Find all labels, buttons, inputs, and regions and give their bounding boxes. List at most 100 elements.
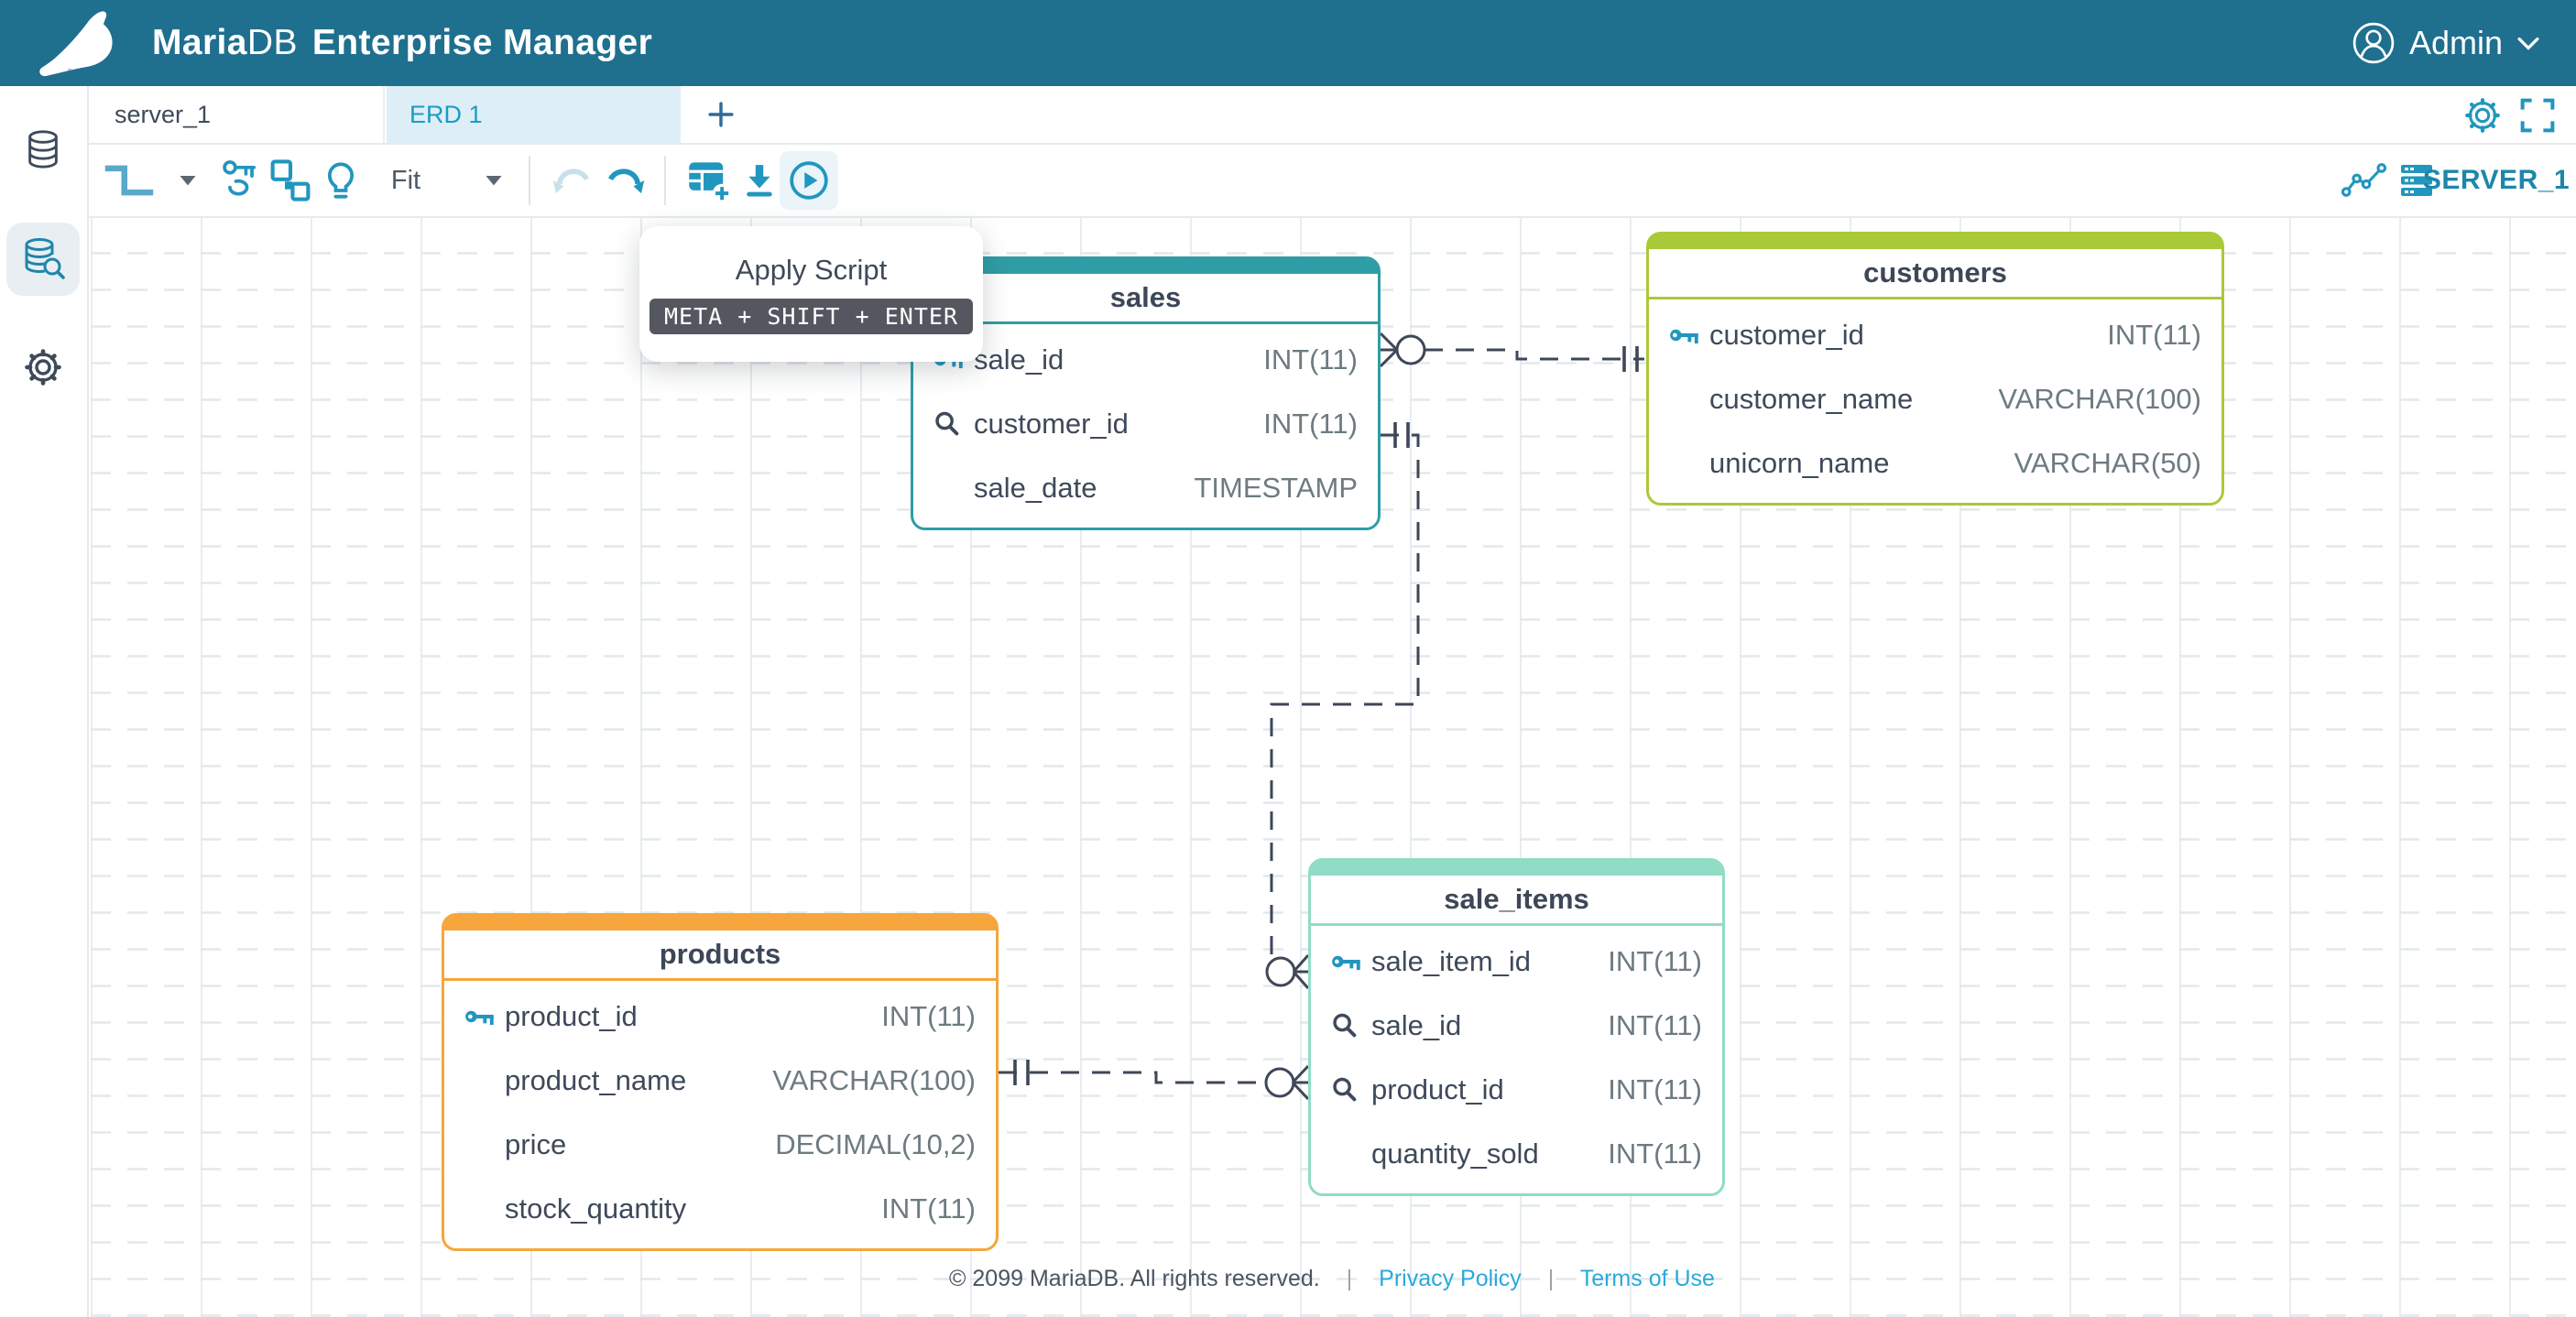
column-name: sale_id	[1371, 1009, 1462, 1041]
apply-script-button[interactable]	[780, 151, 838, 210]
tooltip-title: Apply Script	[735, 254, 888, 286]
column-name: sale_id	[974, 343, 1064, 376]
user-menu[interactable]: Admin	[2352, 22, 2539, 64]
undo-button[interactable]	[549, 145, 596, 216]
relationship-sales-customers	[1379, 332, 1644, 372]
download-icon	[747, 165, 772, 197]
column-type: INT(11)	[881, 1192, 976, 1224]
toggle-relationships-button[interactable]	[219, 145, 263, 216]
zoom-fit-label[interactable]: Fit	[390, 165, 421, 195]
table-title-divider	[913, 321, 1378, 324]
connector-style-dropdown[interactable]	[175, 145, 201, 216]
column-type: INT(11)	[1608, 1073, 1702, 1105]
add-tab-button[interactable]	[695, 86, 747, 143]
privacy-policy-link[interactable]: Privacy Policy	[1379, 1266, 1522, 1291]
relationship-products-sale-items	[999, 1060, 1310, 1101]
caret-down-icon	[180, 175, 196, 185]
table-title-divider	[444, 978, 996, 981]
table-title-divider	[1649, 297, 2221, 299]
primary-key-icon	[464, 1007, 505, 1027]
arrange-squares-icon	[270, 159, 311, 201]
play-circle-icon	[790, 161, 828, 200]
column-type: INT(11)	[1608, 1009, 1702, 1041]
terms-of-use-link[interactable]: Terms of Use	[1579, 1266, 1715, 1291]
sidebar-item-settings[interactable]	[6, 331, 80, 404]
monitoring-button[interactable]	[2341, 145, 2387, 216]
database-icon	[28, 130, 58, 169]
sidebar-item-erd-explorer[interactable]	[6, 223, 80, 296]
column-type: INT(11)	[1608, 945, 1702, 977]
document-tab-bar: server_1 ERD 1	[87, 86, 2576, 145]
database-search-icon	[25, 238, 65, 279]
column-type: INT(11)	[1608, 1137, 1702, 1170]
toolbar-divider	[529, 156, 530, 205]
auto-arrange-button[interactable]	[267, 145, 314, 216]
index-search-icon	[1331, 1076, 1371, 1104]
table-header-bar	[913, 259, 1378, 274]
copyright-text: © 2099 MariaDB. All rights reserved.	[949, 1266, 1320, 1291]
primary-key-icon	[1669, 325, 1709, 345]
server-icon	[2396, 145, 2437, 216]
left-sidebar	[0, 86, 89, 1317]
fullscreen-icon	[2520, 98, 2555, 133]
table-column-sale_id[interactable]: sale_id INT(11)	[913, 328, 1378, 392]
redo-icon	[608, 169, 645, 194]
tooltip-shortcut: META + SHIFT + ENTER	[649, 299, 974, 334]
table-title: sales	[1109, 281, 1182, 313]
table-title-divider	[1311, 923, 1722, 926]
column-type: INT(11)	[1263, 343, 1358, 376]
table-header-bar	[1311, 861, 1722, 876]
toolbar-divider	[664, 156, 666, 205]
sidebar-item-databases[interactable]	[6, 113, 80, 186]
zoom-dropdown[interactable]	[481, 145, 507, 216]
column-type: VARCHAR(100)	[1998, 383, 2201, 415]
table-column-sale_id[interactable]: sale_id INT(11)	[1311, 994, 1722, 1058]
user-name: Admin	[2408, 24, 2503, 61]
suggestions-button[interactable]	[322, 145, 360, 216]
table-title: customers	[1863, 256, 2007, 288]
tab-server-1[interactable]: server_1	[92, 86, 385, 143]
add-table-button[interactable]	[684, 145, 734, 216]
table-header-bar	[444, 916, 996, 931]
apply-script-tooltip: Apply Script META + SHIFT + ENTER	[639, 226, 983, 362]
connector-style-button[interactable]	[100, 145, 158, 216]
add-table-icon	[689, 162, 732, 203]
column-name: product_id	[505, 1000, 638, 1032]
table-title: products	[659, 938, 781, 970]
tab-erd-1[interactable]: ERD 1	[387, 86, 681, 143]
column-name: unicorn_name	[1709, 447, 1890, 479]
server-selector[interactable]: SERVER_1	[2422, 165, 2571, 195]
column-name: customer_id	[974, 408, 1129, 440]
index-search-icon	[933, 410, 974, 438]
fullscreen-button[interactable]	[2516, 93, 2560, 137]
redo-button[interactable]	[600, 145, 649, 216]
erd-toolbar: Fit	[87, 145, 2576, 218]
line-chart-icon	[2341, 163, 2387, 197]
caret-down-icon	[486, 175, 502, 185]
settings-button[interactable]	[2461, 93, 2505, 137]
export-button[interactable]	[741, 145, 778, 216]
elbow-connector-icon	[104, 165, 154, 196]
gear-icon	[2465, 98, 2500, 133]
column-name: price	[505, 1128, 567, 1160]
